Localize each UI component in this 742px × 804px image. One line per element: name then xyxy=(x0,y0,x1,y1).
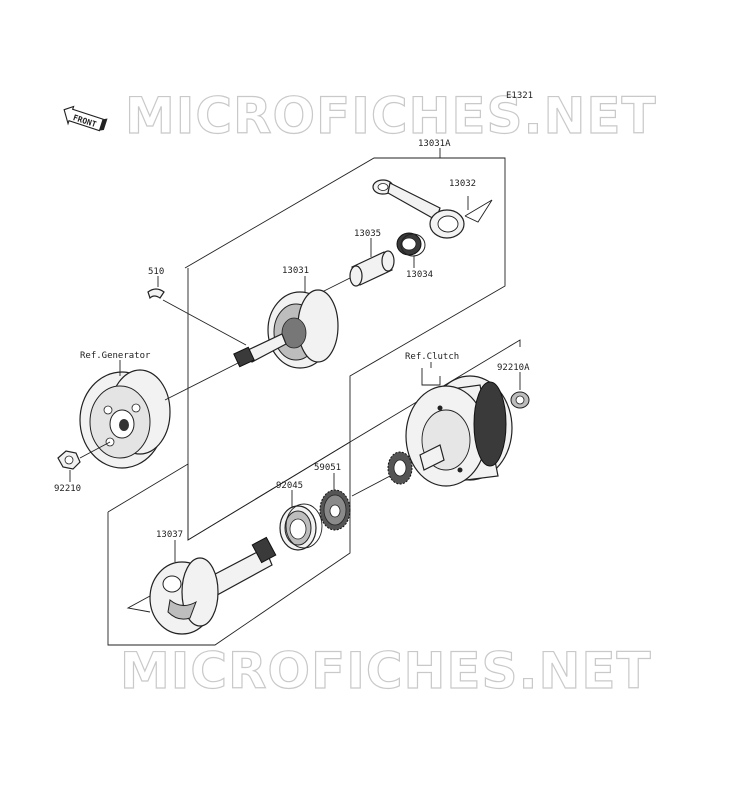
label-ref-clutch: Ref.Clutch xyxy=(405,352,459,362)
label-ref-generator: Ref.Generator xyxy=(80,351,151,361)
label-13031: 13031 xyxy=(282,266,309,276)
label-92045: 92045 xyxy=(276,481,303,491)
gear-59051 xyxy=(319,489,351,531)
woodruff-key xyxy=(147,288,165,300)
crankshaft-right xyxy=(149,536,277,635)
generator-rotor xyxy=(79,369,171,469)
label-92210A: 92210A xyxy=(497,363,530,373)
assembly-outline-lower xyxy=(349,339,521,443)
needle-bearing xyxy=(396,232,426,257)
clutch-housing xyxy=(405,375,513,487)
assembly-outline-bottom xyxy=(107,441,351,646)
label-92210: 92210 xyxy=(54,484,81,494)
ball-bearing xyxy=(279,503,323,551)
label-59051: 59051 xyxy=(314,463,341,473)
label-510: 510 xyxy=(148,267,164,277)
label-13032: 13032 xyxy=(449,179,476,189)
clutch-drive-gear xyxy=(387,451,413,485)
label-13034: 13034 xyxy=(406,270,433,280)
label-13035: 13035 xyxy=(354,229,381,239)
crank-pin xyxy=(349,250,395,287)
diagram-id: E1321 xyxy=(506,91,533,101)
collar-92210A xyxy=(510,391,530,409)
watermark-bottom: MICROFICHES.NET xyxy=(120,642,652,700)
front-label: FRONT xyxy=(72,113,98,129)
nut-92210 xyxy=(57,450,81,470)
label-13031A: 13031A xyxy=(418,139,451,149)
watermark-top: MICROFICHES.NET xyxy=(125,87,657,145)
label-13037: 13037 xyxy=(156,530,183,540)
front-arrow-icon: FRONT xyxy=(63,105,108,132)
crankshaft-left xyxy=(233,289,339,369)
connecting-rod xyxy=(372,179,465,239)
